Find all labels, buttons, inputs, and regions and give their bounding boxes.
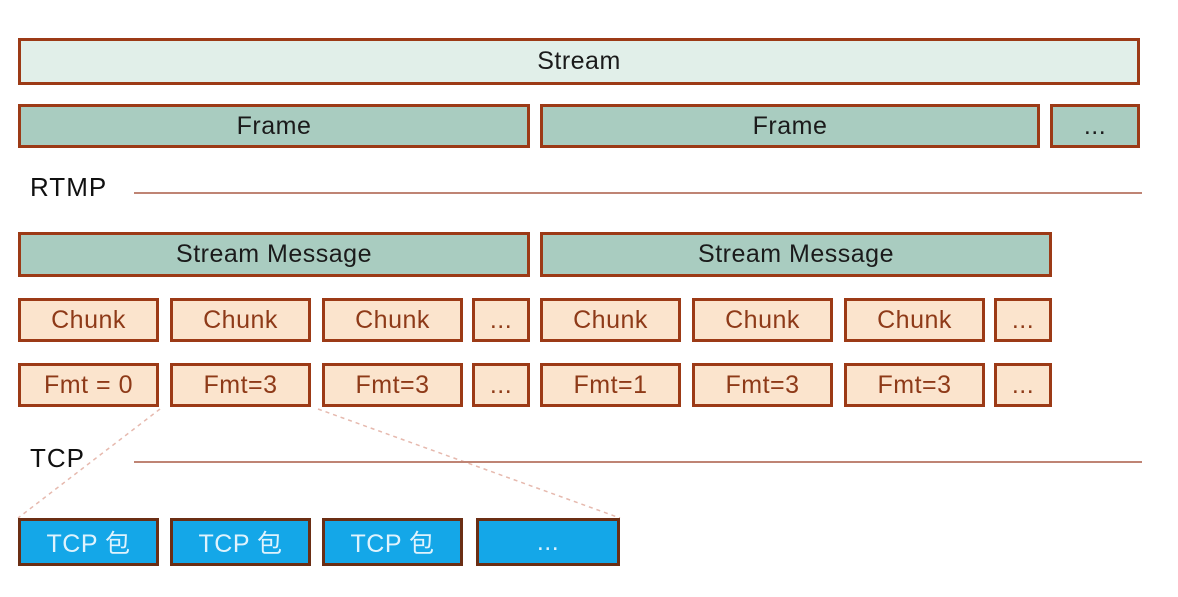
chunk-box-4: Chunk <box>540 298 681 342</box>
fmt-box-7: ... <box>994 363 1052 407</box>
fmt-box-5: Fmt=3 <box>692 363 833 407</box>
protocol-label-tcp: TCP <box>30 443 85 473</box>
chunk-box-6: Chunk <box>844 298 985 342</box>
protocol-rule-rtmp <box>134 192 1142 194</box>
fmt-box-4: Fmt=1 <box>540 363 681 407</box>
frame-box-2: ... <box>1050 104 1140 148</box>
fmt-box-1: Fmt=3 <box>170 363 311 407</box>
tcp-packet-box-1: TCP 包 <box>170 518 311 566</box>
fmt-box-3: ... <box>472 363 530 407</box>
stream-box-0: Stream <box>18 38 1140 85</box>
protocol-rule-tcp <box>134 461 1142 463</box>
chunk-box-7: ... <box>994 298 1052 342</box>
chunk-box-5: Chunk <box>692 298 833 342</box>
tcp-packet-box-2: TCP 包 <box>322 518 463 566</box>
fmt-box-6: Fmt=3 <box>844 363 985 407</box>
chunk-box-0: Chunk <box>18 298 159 342</box>
chunk-box-3: ... <box>472 298 530 342</box>
frame-box-0: Frame <box>18 104 530 148</box>
protocol-label-rtmp: RTMP <box>30 172 108 202</box>
fmt-box-0: Fmt = 0 <box>18 363 159 407</box>
fmt-box-2: Fmt=3 <box>322 363 463 407</box>
tcp-packet-box-0: TCP 包 <box>18 518 159 566</box>
chunk-box-2: Chunk <box>322 298 463 342</box>
stream-message-box-0: Stream Message <box>18 232 530 277</box>
frame-box-1: Frame <box>540 104 1040 148</box>
chunk-box-1: Chunk <box>170 298 311 342</box>
stream-message-box-1: Stream Message <box>540 232 1052 277</box>
guide-right <box>317 408 621 519</box>
tcp-packet-box-3: ... <box>476 518 620 566</box>
